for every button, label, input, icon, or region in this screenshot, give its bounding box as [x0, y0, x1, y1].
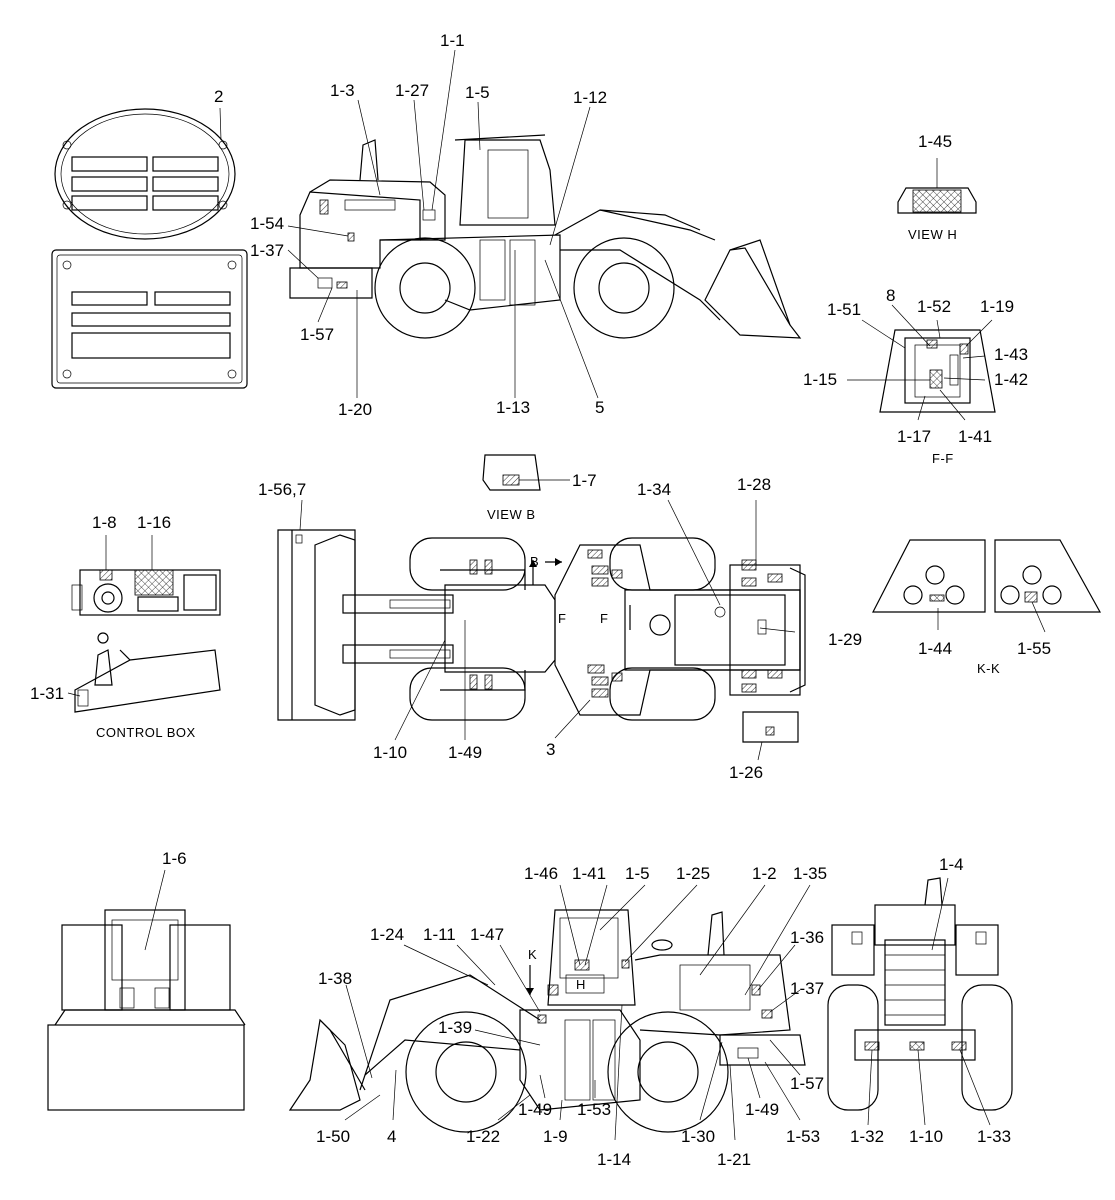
callout-1-14: 1-14 — [597, 1150, 632, 1169]
callout-1-30: 1-30 — [681, 1127, 716, 1146]
callout-1-33: 1-33 — [977, 1127, 1012, 1146]
callout-1-57-bot: 1-57 — [790, 1074, 825, 1093]
front-elevation-left — [47, 869, 246, 1111]
callout-1-31: 1-31 — [30, 684, 65, 703]
control-box-view — [67, 535, 221, 713]
callout-1-5-bot: 1-5 — [625, 864, 650, 883]
callout-3: 3 — [546, 740, 556, 759]
callout-1-45: 1-45 — [918, 132, 953, 151]
callout-1-7: 1-7 — [572, 471, 597, 490]
callout-1-22: 1-22 — [466, 1127, 501, 1146]
callout-1-8: 1-8 — [92, 513, 117, 532]
callout-1-26: 1-26 — [729, 763, 764, 782]
callout-1-46: 1-46 — [524, 864, 559, 883]
callout-1-43: 1-43 — [994, 345, 1029, 364]
callout-1-19: 1-19 — [980, 297, 1015, 316]
callout-1-5-top: 1-5 — [465, 83, 490, 102]
callout-1-34: 1-34 — [637, 480, 672, 499]
view-h-decal — [897, 158, 977, 214]
callout-2: 2 — [214, 87, 224, 106]
arrow-label-h: H — [576, 977, 586, 992]
callout-1-6: 1-6 — [162, 849, 187, 868]
view-ff-panel — [847, 304, 996, 421]
arrow-label-k: K — [528, 947, 538, 962]
arrow-label-f1: F — [558, 611, 567, 626]
detail-1-26 — [742, 711, 799, 761]
callout-1-51: 1-51 — [827, 300, 862, 319]
loader-side-view-top — [289, 134, 802, 339]
callout-1-47: 1-47 — [470, 925, 505, 944]
callout-1-24: 1-24 — [370, 925, 405, 944]
caption-view-b: VIEW B — [487, 507, 536, 522]
callout-1-57-top: 1-57 — [300, 325, 335, 344]
callout-1-39: 1-39 — [438, 1018, 473, 1037]
callout-1-37-bot: 1-37 — [790, 979, 825, 998]
caption-control-box: CONTROL BOX — [96, 725, 196, 740]
callout-1-42: 1-42 — [994, 370, 1029, 389]
callout-1-1: 1-1 — [440, 31, 465, 50]
leaders-top — [287, 49, 599, 399]
caption-view-h: VIEW H — [908, 227, 958, 242]
callout-1-9: 1-9 — [543, 1127, 568, 1146]
callout-1-32: 1-32 — [850, 1127, 885, 1146]
callout-1-11: 1-11 — [423, 925, 456, 944]
callout-1-41-bot: 1-41 — [572, 864, 607, 883]
callout-5: 5 — [595, 398, 605, 417]
callout-1-2: 1-2 — [752, 864, 777, 883]
callout-1-36: 1-36 — [790, 928, 825, 947]
nameplate-rect — [51, 249, 248, 389]
callout-1-10-mid: 1-10 — [373, 743, 408, 762]
loader-side-view-bottom — [288, 884, 811, 1141]
view-b-decal — [482, 454, 570, 491]
callout-4: 4 — [387, 1127, 397, 1146]
callout-1-28: 1-28 — [737, 475, 772, 494]
callout-1-10-bot: 1-10 — [909, 1127, 944, 1146]
callout-8-ff: 8 — [886, 286, 896, 305]
callout-1-44: 1-44 — [918, 639, 953, 658]
arrow-label-f2: F — [600, 611, 609, 626]
callout-1-38: 1-38 — [318, 969, 353, 988]
callout-1-3: 1-3 — [330, 81, 355, 100]
callout-1-17: 1-17 — [897, 427, 932, 446]
callout-1-13: 1-13 — [496, 398, 531, 417]
callout-1-29: 1-29 — [828, 630, 863, 649]
callout-1-53-b: 1-53 — [786, 1127, 821, 1146]
nameplate-oval — [54, 107, 236, 240]
callout-1-37-top: 1-37 — [250, 241, 285, 260]
callout-1-49-bot2: 1-49 — [745, 1100, 780, 1119]
callout-1-15: 1-15 — [803, 370, 838, 389]
loader-plan-view — [277, 499, 806, 741]
callout-1-20: 1-20 — [338, 400, 373, 419]
callout-1-56-7: 1-56,7 — [258, 480, 307, 499]
callout-1-16: 1-16 — [137, 513, 172, 532]
callout-1-4: 1-4 — [939, 855, 964, 874]
callout-1-49-mid: 1-49 — [448, 743, 483, 762]
view-kk-panels — [872, 539, 1102, 633]
callout-1-53-a: 1-53 — [577, 1100, 612, 1119]
arrow-label-b: B — [530, 554, 540, 569]
caption-kk: K-K — [977, 661, 1001, 676]
callout-1-52: 1-52 — [917, 297, 952, 316]
callout-1-25: 1-25 — [676, 864, 711, 883]
callout-1-41-ff: 1-41 — [958, 427, 993, 446]
callout-1-50: 1-50 — [316, 1127, 351, 1146]
callout-1-55: 1-55 — [1017, 639, 1052, 658]
callout-1-35: 1-35 — [793, 864, 828, 883]
callout-1-12: 1-12 — [573, 88, 608, 107]
callout-1-27: 1-27 — [395, 81, 430, 100]
callout-1-49-bot1: 1-49 — [518, 1100, 553, 1119]
rear-elevation-right — [827, 877, 1013, 1126]
callout-1-21: 1-21 — [717, 1150, 752, 1169]
caption-ff: F-F — [932, 451, 954, 466]
callout-1-54: 1-54 — [250, 214, 285, 233]
